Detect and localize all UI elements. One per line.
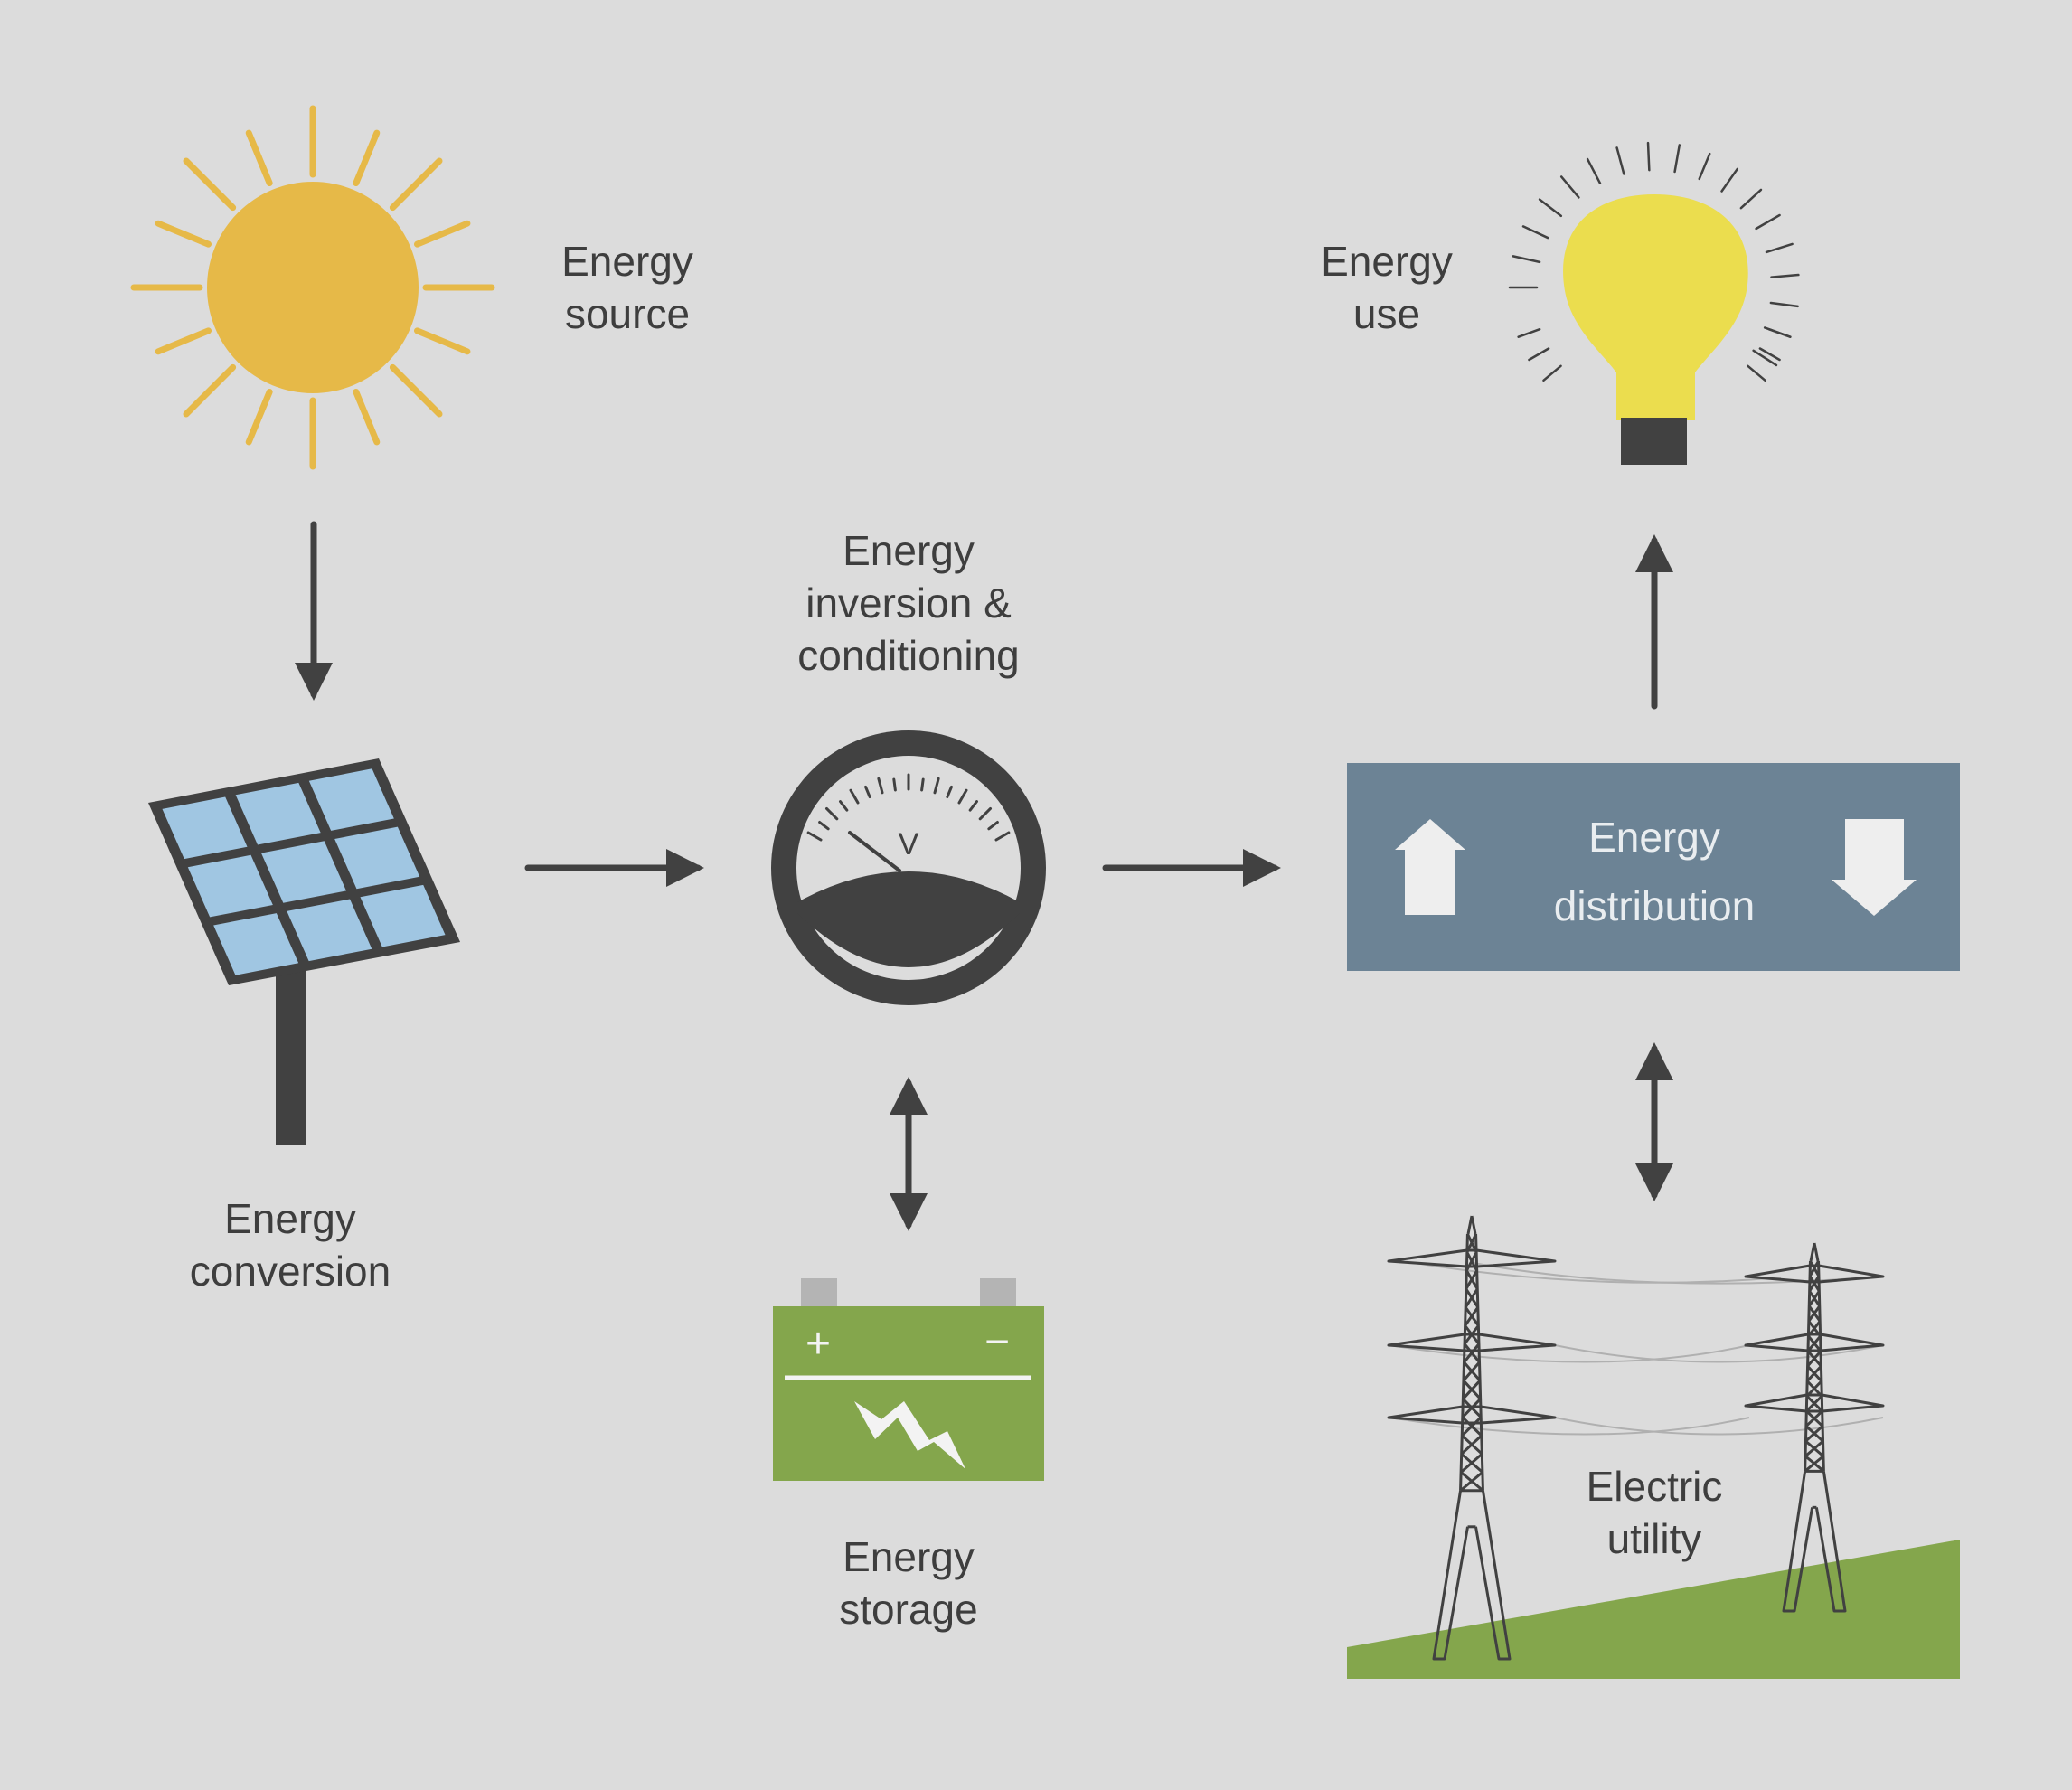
label-energy-use: Energy use: [1321, 238, 1453, 337]
battery-minus: −: [984, 1318, 1010, 1366]
meter-unit: V: [899, 827, 919, 862]
battery-icon: + −: [773, 1278, 1044, 1481]
battery-plus: +: [805, 1320, 831, 1368]
sun-icon: [130, 105, 495, 470]
label-energy-distribution: Energy distribution: [1553, 814, 1756, 929]
voltmeter-icon: V: [771, 730, 1046, 1005]
label-energy-source: Energy source: [561, 238, 693, 337]
distribution-box: [1347, 763, 1960, 971]
label-energy-conversion: Energy conversion: [189, 1195, 391, 1295]
label-energy-inversion: Energy inversion & conditioning: [797, 527, 1020, 679]
solar-panel-icon: [148, 758, 460, 1145]
power-tower-icon: [1347, 1215, 1960, 1679]
light-bulb-icon: [1508, 141, 1800, 465]
label-energy-storage: Energy storage: [839, 1533, 978, 1633]
down-arrow-icon: [1832, 819, 1917, 916]
up-arrow-icon: [1395, 819, 1465, 915]
label-electric-utility: Electric utility: [1586, 1463, 1723, 1562]
flow-arrows: [295, 521, 1673, 1231]
